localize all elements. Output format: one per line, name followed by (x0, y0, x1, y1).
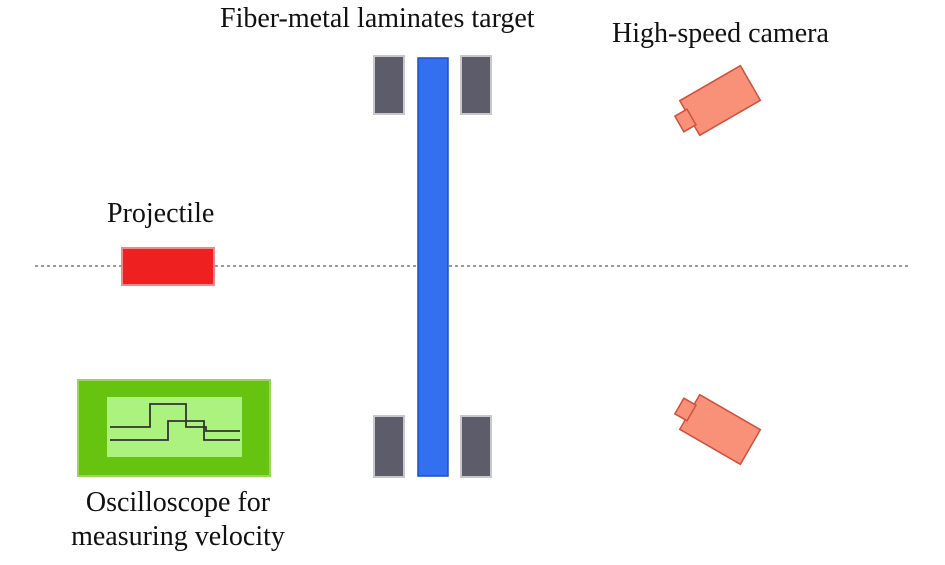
target-plate (417, 57, 449, 477)
camera-bottom (673, 393, 762, 466)
camera-label: High-speed camera (612, 18, 829, 49)
oscilloscope-label-line1: Oscilloscope for (85, 487, 271, 518)
oscilloscope-label-line2: measuring velocity (71, 521, 285, 552)
clamp-bottom-left (373, 415, 405, 478)
oscilloscope (77, 379, 271, 477)
camera-top (673, 64, 762, 137)
camera-bottom-lens (673, 397, 698, 422)
clamp-top-right (460, 55, 492, 115)
oscilloscope-trace-upper (110, 403, 240, 432)
camera-top-lens (673, 108, 698, 133)
oscilloscope-label: Oscilloscope for measuring velocity (38, 486, 318, 554)
clamp-top-left (373, 55, 405, 115)
oscilloscope-trace-lower (110, 420, 240, 441)
target-label: Fiber-metal laminates target (220, 3, 535, 34)
clamp-bottom-right (460, 415, 492, 478)
projectile-label: Projectile (107, 198, 215, 229)
projectile (121, 247, 215, 286)
